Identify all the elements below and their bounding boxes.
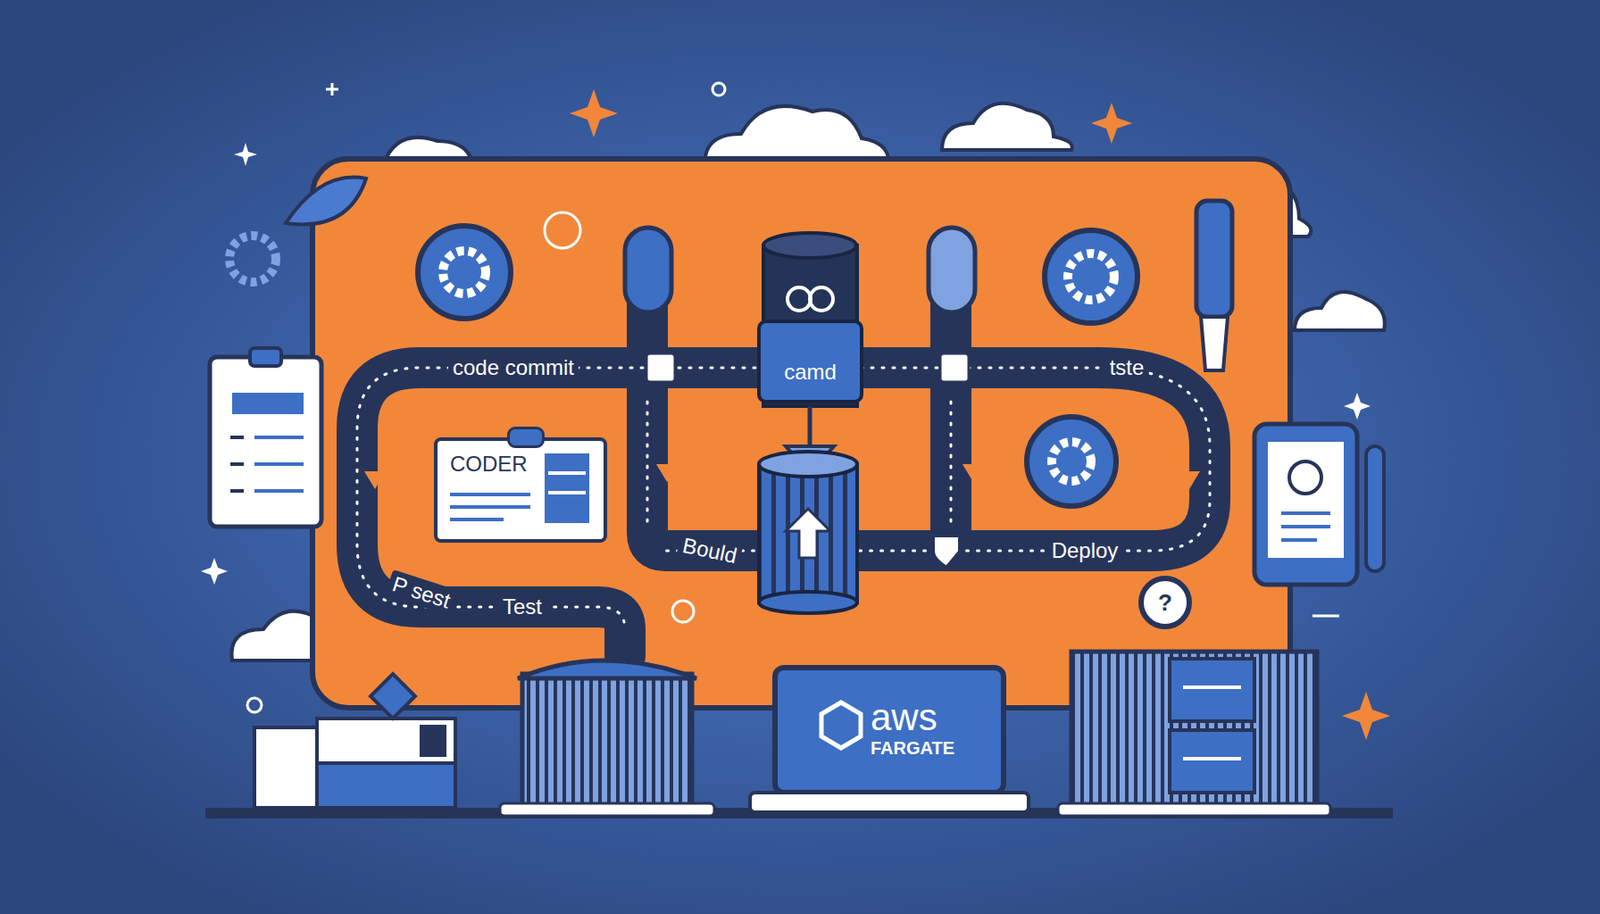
laptop [750,667,1029,813]
laptop-screen: awsFARGATE [870,680,996,779]
stage-label: Deploy [1047,537,1124,565]
orange-panel [312,158,1291,709]
stage-label: Test [498,593,547,621]
help-symbol: ? [1155,589,1175,617]
brand-name: aws [870,699,938,737]
stage-label: tste [1105,354,1150,382]
product-name: FARGATE [870,736,955,760]
node-label: CODER [450,451,592,477]
storage-tank [500,660,715,817]
shield-icon [933,535,960,568]
sun-icon [544,212,581,249]
server-rack [1058,651,1331,817]
tablet [1254,424,1384,585]
usb-tool [1196,200,1233,371]
node-label: camd [783,359,837,385]
cylinder-band: camd [758,350,862,395]
bottom-cylinder [758,451,858,614]
code-card: CODER [433,437,608,543]
gear-badges [229,177,1190,627]
clipboard [209,348,322,527]
pipeline-track [357,267,1210,657]
left-blocks [254,674,456,809]
stage-label: code commit [448,354,579,382]
small-marks [247,83,1518,713]
top-cylinder [758,233,862,474]
card-clip [507,426,545,449]
